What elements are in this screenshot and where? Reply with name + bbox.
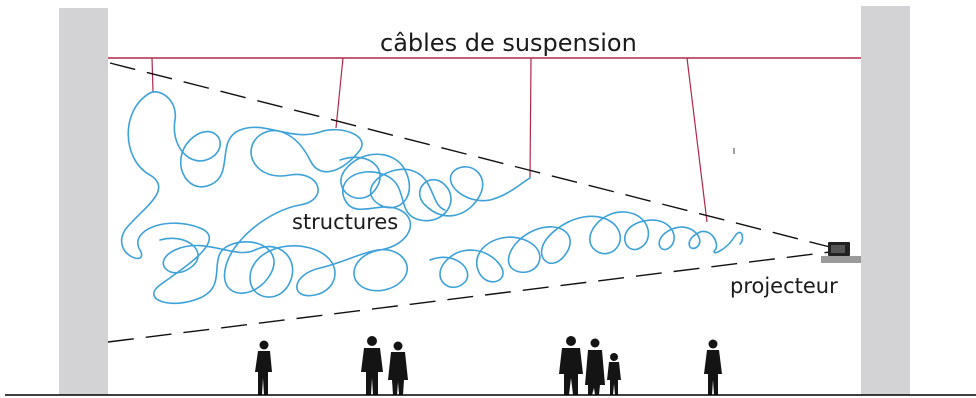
beam-lower (107, 251, 831, 343)
person-5 (585, 338, 605, 395)
people-silhouettes (255, 336, 722, 395)
suspension-cables (151, 57, 708, 223)
cable-2 (335, 57, 344, 129)
person-4 (559, 336, 583, 395)
cable-1 (151, 57, 154, 93)
projector-lens (831, 245, 845, 253)
cables-label: câbles de suspension (380, 29, 637, 57)
structure-scribble-3 (429, 211, 744, 288)
projection-beam (107, 62, 831, 343)
person-3 (388, 341, 408, 395)
person-6 (607, 353, 621, 395)
projector-shelf (821, 256, 861, 263)
projector-label: projecteur (730, 274, 838, 298)
structure-scribble-1 (120, 91, 363, 305)
right-wall (861, 6, 910, 395)
left-wall (59, 8, 108, 395)
person-1 (255, 340, 272, 395)
cable-3 (529, 57, 532, 179)
person-2 (361, 336, 383, 395)
structure-scribble-4 (339, 153, 446, 211)
structure-scribble-2 (159, 166, 531, 298)
projector (821, 242, 861, 263)
person-7 (704, 339, 722, 395)
structures-label: structures (292, 210, 399, 234)
suspended-structures (120, 91, 744, 305)
beam-upper (109, 62, 831, 248)
cable-4 (686, 57, 708, 223)
